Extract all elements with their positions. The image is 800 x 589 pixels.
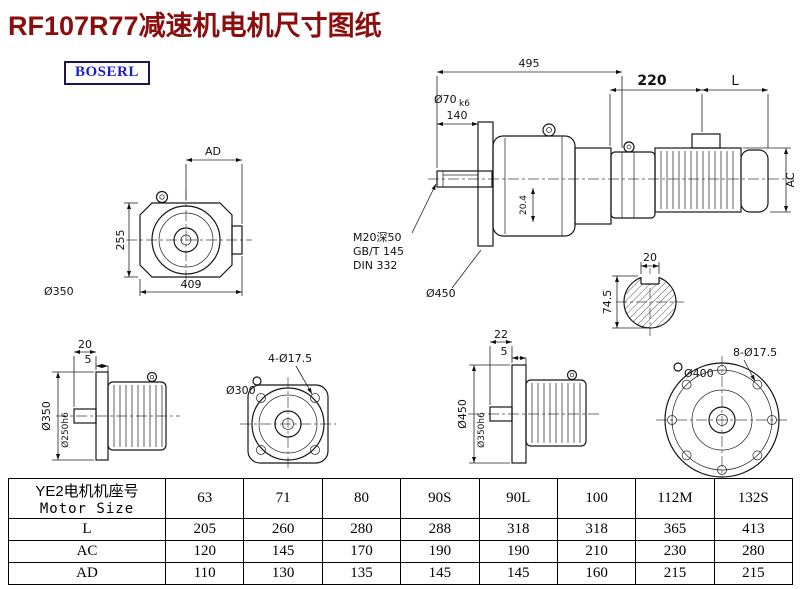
- assembly-side-view: 495 140 Ø70 k6 220 L AC 20.4 M20深50 GB/T…: [353, 57, 797, 336]
- flange-small-front-view: 4-Ø17.5 Ø300: [226, 352, 336, 471]
- value-L-63: 205: [164, 518, 245, 541]
- brand-logo: BOSERL: [64, 61, 150, 85]
- size-header-80: 80: [321, 478, 402, 519]
- thread-note-3: DIN 332: [353, 259, 397, 272]
- dim-5b-label: 5: [501, 345, 508, 358]
- header-motor-size-en: Motor Size: [39, 501, 135, 517]
- holes-8-label: 8-Ø17.5: [733, 346, 777, 359]
- size-header-132s: 132S: [713, 478, 794, 519]
- table-row-AD: AD 110 130 135 145 145 160 215 215: [8, 562, 794, 585]
- value-AC-100: 210: [556, 540, 637, 563]
- value-L-90s: 288: [400, 518, 480, 541]
- dim-L-label: L: [731, 74, 739, 89]
- table-row-L: L 205 260 280 288 318 318 365 413: [8, 518, 794, 541]
- row-label-AD: AD: [8, 562, 166, 585]
- dim-ad-label: AD: [205, 145, 221, 158]
- dim-22-label: 22: [494, 328, 508, 341]
- dim-255-label: 255: [114, 230, 127, 251]
- dia-450b-label: Ø450: [456, 399, 469, 429]
- dim-220-label: 220: [637, 73, 666, 89]
- size-header-112m: 112M: [635, 478, 715, 519]
- dia-300-label: Ø300: [226, 384, 256, 397]
- dia-450-label: Ø450: [426, 287, 456, 300]
- header-motor-size-cn: YE2电机机座号: [35, 483, 139, 500]
- value-AD-90l: 145: [478, 562, 558, 585]
- fins: [531, 383, 581, 443]
- size-header-100: 100: [556, 478, 637, 519]
- value-AD-90s: 145: [400, 562, 480, 585]
- header-motor-size: YE2电机机座号 Motor Size: [8, 478, 166, 519]
- shaft-dia-label: Ø70: [434, 93, 457, 106]
- shaft-section-view: 20 74.5: [601, 251, 684, 336]
- value-L-71: 260: [243, 518, 323, 541]
- value-AD-63: 110: [164, 562, 245, 585]
- row-label-L: L: [8, 518, 166, 541]
- value-AC-71: 145: [243, 540, 323, 563]
- size-header-90l: 90L: [478, 478, 558, 519]
- dim-745-label: 74.5: [601, 290, 614, 315]
- dim-204-label: 20.4: [519, 195, 529, 215]
- value-AC-112m: 230: [635, 540, 715, 563]
- dim-5-label: 5: [85, 353, 92, 366]
- value-L-80: 280: [321, 518, 402, 541]
- value-AC-90l: 190: [478, 540, 558, 563]
- value-AD-71: 130: [243, 562, 323, 585]
- fins: [113, 385, 163, 447]
- row-label-AC: AC: [8, 540, 166, 563]
- technical-drawing: AD 255 409 Ø350: [40, 57, 797, 478]
- dia-spigot-label: Ø250h6: [60, 412, 71, 448]
- flange-round-front-view: Ø400 8-Ø17.5: [656, 346, 788, 478]
- value-AD-112m: 215: [635, 562, 715, 585]
- dim-AC-label: AC: [784, 172, 797, 187]
- value-AC-63: 120: [164, 540, 245, 563]
- dim-140-label: 140: [447, 109, 468, 122]
- dim-key-width-label: 20: [643, 251, 657, 264]
- dim-20-label: 20: [78, 338, 92, 351]
- dia-spigot-b-label: Ø350h6: [476, 412, 487, 448]
- value-L-100: 318: [556, 518, 637, 541]
- dia-outer-label: Ø350: [40, 401, 53, 431]
- motor-size-table: YE2电机机座号 Motor Size 63 71 80 90S 90L 100…: [8, 478, 794, 585]
- motor-cooling-fins: [660, 151, 734, 209]
- value-AC-90s: 190: [400, 540, 480, 563]
- value-AD-80: 135: [321, 562, 402, 585]
- value-AD-100: 160: [556, 562, 637, 585]
- size-header-90s: 90S: [400, 478, 480, 519]
- value-AC-80: 170: [321, 540, 402, 563]
- flange-reducer-large-side-view: 22 5 Ø450 Ø350h6: [456, 328, 602, 464]
- size-header-71: 71: [243, 478, 323, 519]
- size-header-63: 63: [164, 478, 245, 519]
- value-AC-132s: 280: [713, 540, 794, 563]
- holes-4-label: 4-Ø17.5: [268, 352, 312, 365]
- dia-400-label: Ø400: [684, 367, 714, 380]
- value-L-112m: 365: [635, 518, 715, 541]
- gearbox-front-view: AD 255 409 Ø350: [44, 145, 252, 298]
- value-L-90l: 318: [478, 518, 558, 541]
- value-AD-132s: 215: [713, 562, 794, 585]
- dim-495-label: 495: [519, 57, 540, 70]
- table-row-AC: AC 120 145 170 190 190 210 230 280: [8, 540, 794, 563]
- dia-350-label: Ø350: [44, 285, 74, 298]
- thread-note-1: M20深50: [353, 231, 402, 244]
- thread-note-2: GB/T 145: [353, 245, 404, 258]
- value-L-132s: 413: [713, 518, 794, 541]
- page-title: RF107R77减速机电机尺寸图纸: [8, 11, 382, 41]
- flange-reducer-small-side-view: 20 5 Ø350 Ø250h6: [40, 338, 180, 461]
- dim-409-label: 409: [181, 278, 202, 291]
- shaft-tol-label: k6: [459, 99, 470, 109]
- table-header-row: YE2电机机座号 Motor Size 63 71 80 90S 90L 100…: [8, 478, 794, 519]
